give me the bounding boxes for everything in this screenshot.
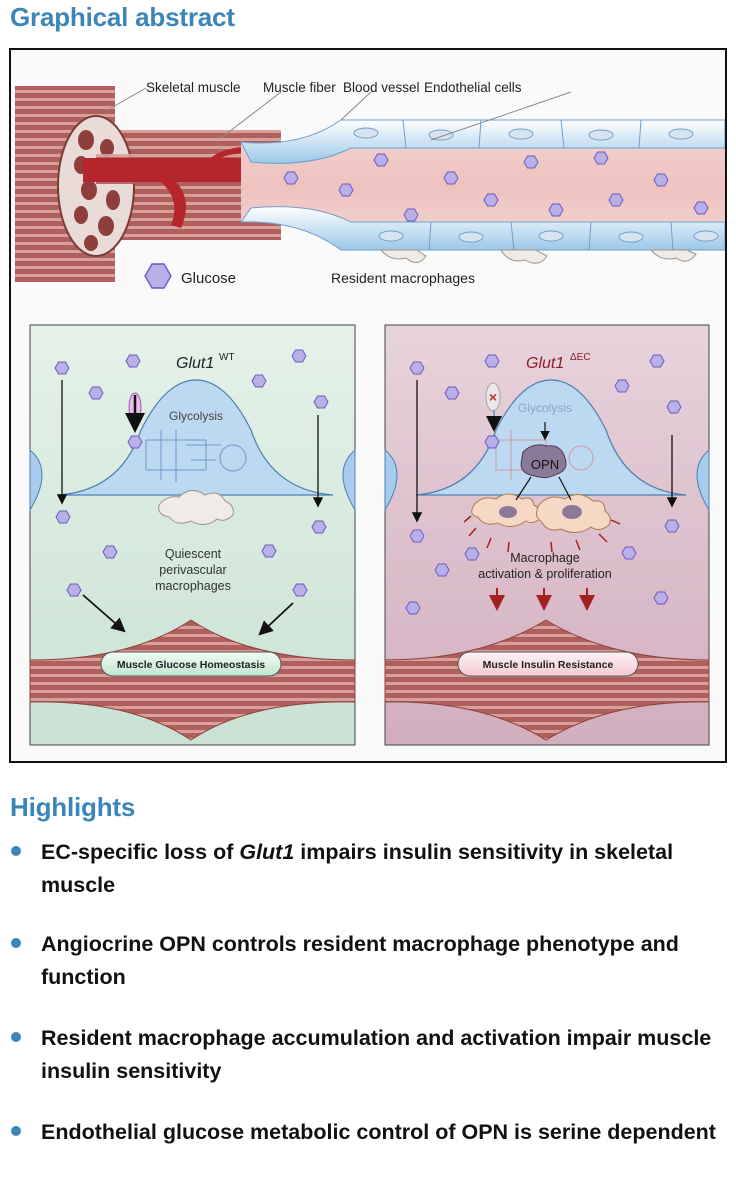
bullet-icon [11, 1032, 21, 1042]
left-panel-glut1-wt [29, 324, 356, 746]
right-panel-gene: Glut1 [526, 355, 564, 372]
glucose-legend-icon [144, 263, 172, 289]
left-macrophage-label-1: Quiescent [165, 547, 222, 561]
right-macrophage-label-2: activation & proliferation [478, 567, 611, 581]
label-skeletal-muscle: Skeletal muscle [146, 80, 241, 95]
highlight-text: EC-specific loss of Glut1 impairs insuli… [41, 840, 674, 897]
bullet-icon [11, 938, 21, 948]
label-endothelial-cells: Endothelial cells [424, 80, 522, 95]
highlights-title: Highlights [10, 792, 136, 822]
left-panel-superscript: WT [219, 352, 235, 363]
label-blood-vessel: Blood vessel [343, 80, 420, 95]
left-panel-gene: Glut1 [176, 355, 214, 372]
highlight-text: Angiocrine OPN controls resident macroph… [41, 932, 679, 989]
left-macrophage-label-3: macrophages [155, 579, 231, 593]
right-macrophage-label-1: Macrophage [510, 551, 580, 565]
left-panel-glycolysis: Glycolysis [169, 409, 223, 423]
bullet-icon [11, 1126, 21, 1136]
right-outcome-label: Muscle Insulin Resistance [483, 659, 614, 671]
right-panel-superscript: ΔEC [570, 352, 591, 363]
left-outcome-label: Muscle Glucose Homeostasis [117, 659, 265, 671]
label-glucose: Glucose [181, 270, 236, 287]
label-resident-macrophages: Resident macrophages [331, 270, 475, 286]
right-outcome-pill [457, 651, 639, 677]
highlight-text: Endothelial glucose metabolic control of… [41, 1120, 716, 1144]
svg-text:×: × [489, 389, 497, 405]
opn-label: OPN [531, 457, 559, 472]
bullet-icon [11, 846, 21, 856]
left-macrophage-label-2: perivascular [159, 563, 226, 577]
graphical-abstract-figure: Skeletal muscle Muscle fiber Blood vesse… [9, 48, 727, 763]
graphical-abstract-title: Graphical abstract [10, 2, 235, 32]
left-outcome-pill [100, 651, 282, 677]
label-muscle-fiber: Muscle fiber [263, 80, 336, 95]
top-anatomy-illustration [15, 86, 725, 282]
highlight-text: Resident macrophage accumulation and act… [41, 1026, 712, 1083]
right-panel-glycolysis: Glycolysis [518, 401, 572, 415]
right-panel-glut1-delta-ec: × [384, 324, 710, 746]
